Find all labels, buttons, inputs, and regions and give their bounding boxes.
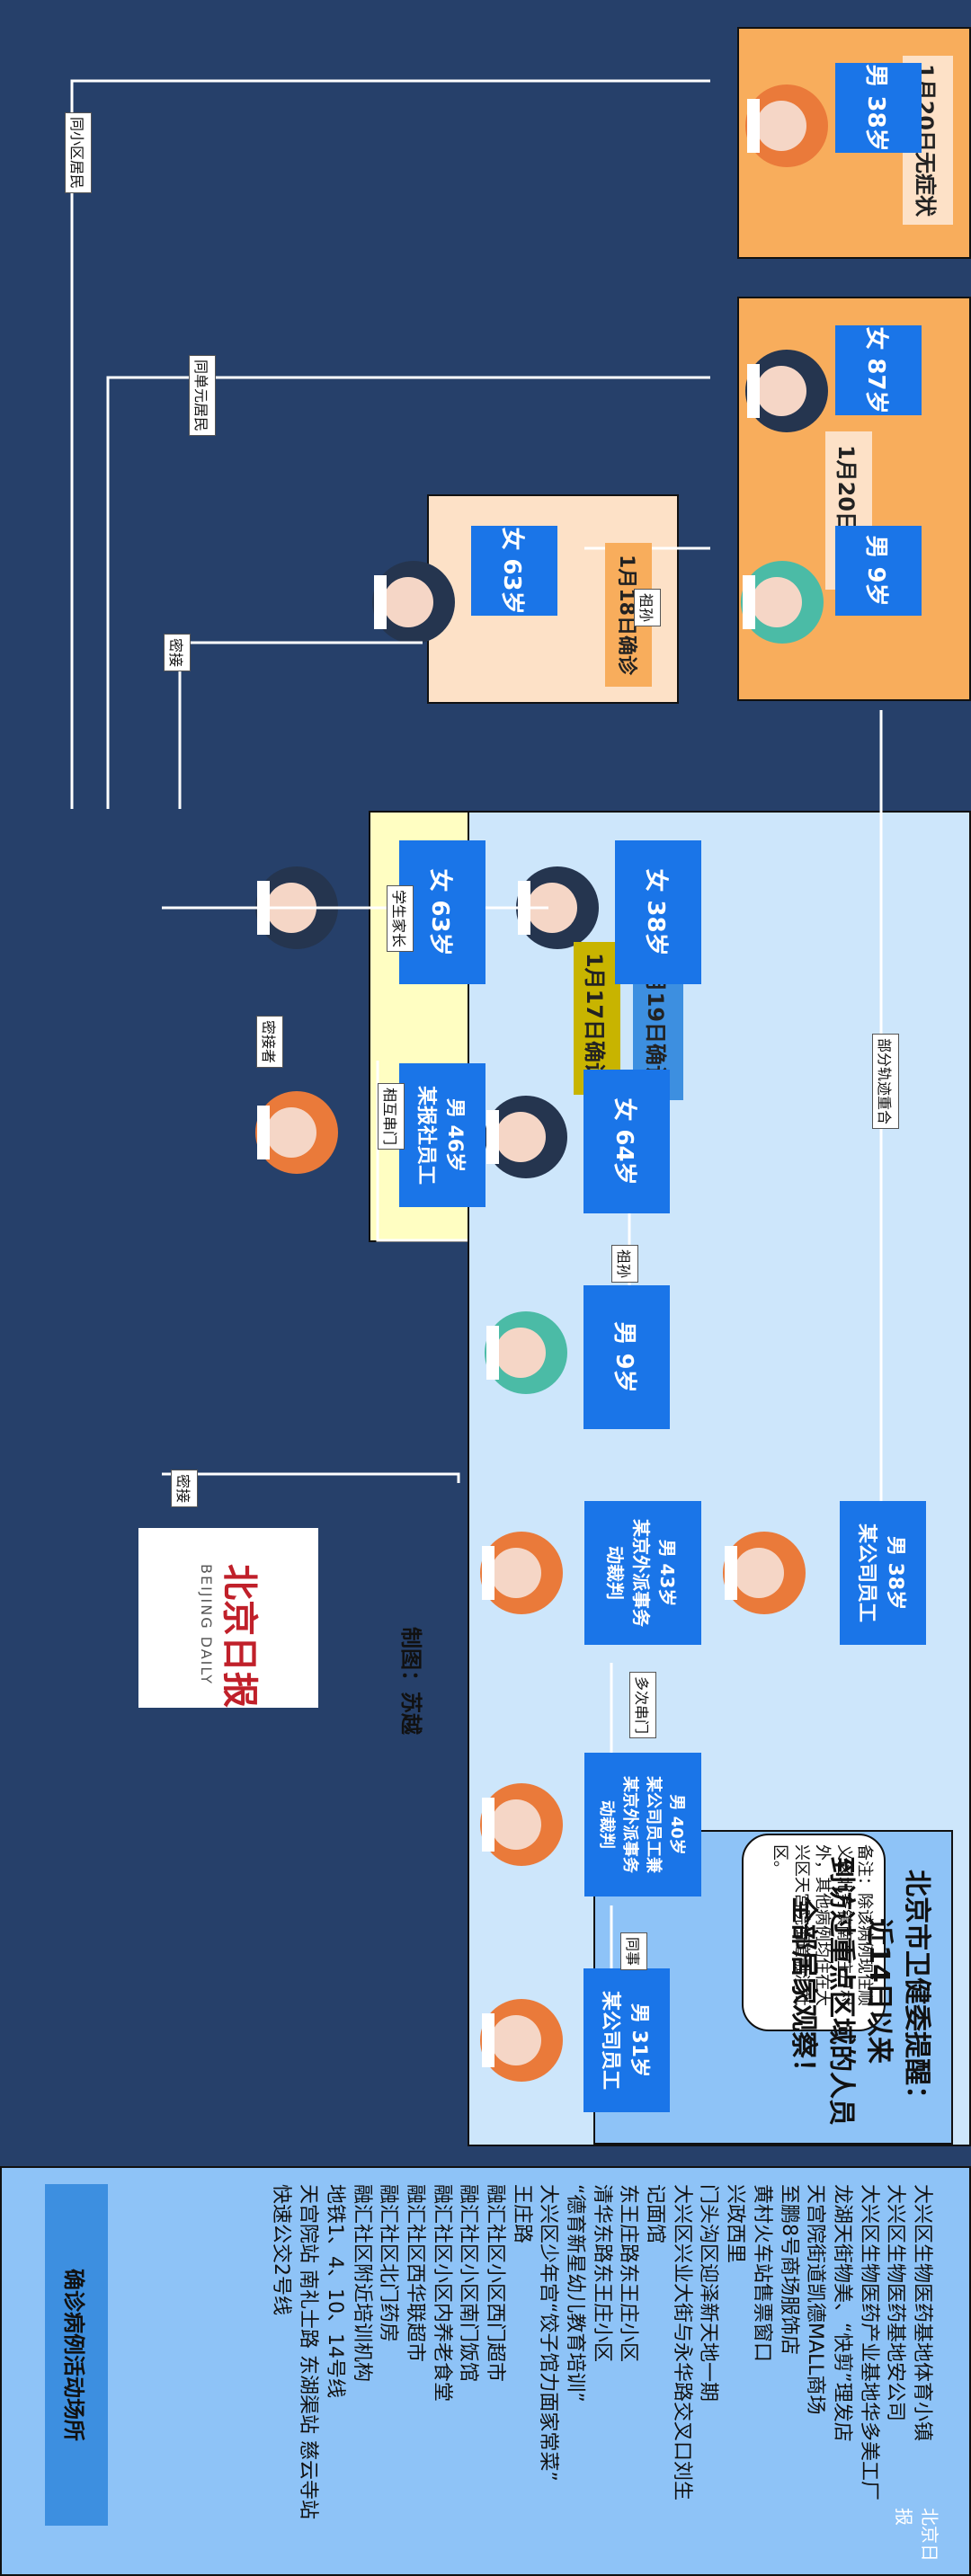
avatar-f87-collar	[747, 364, 760, 418]
avatar-m9-mid-face	[495, 1328, 546, 1378]
avatar-f38-face	[527, 883, 577, 933]
rel-same-community: 同小区居民	[65, 112, 92, 194]
rel-student-parent: 学生家长	[387, 885, 414, 953]
place-item: 快速公交2号线	[270, 2184, 293, 2315]
logo-cn: 北京日报	[218, 1564, 261, 1708]
place-item: 融汇社区小区西门超市	[484, 2184, 506, 2383]
rel-grandchild: 祖孙	[634, 589, 661, 627]
avatar-m31-face	[491, 2015, 541, 2065]
person-f38: 女 38岁	[615, 840, 701, 984]
person-f87: 女 87岁	[835, 325, 922, 415]
avatar-f87-face	[756, 366, 806, 416]
avatar-m43-collar	[482, 1546, 494, 1600]
watermark: 北京日报	[893, 2508, 940, 2562]
place-item: 天宫院街道凯德MALL商场	[804, 2184, 827, 2415]
person-m38-bottom: 男 38岁 某公司员工	[840, 1501, 926, 1645]
avatar-m38-bottom-face	[734, 1548, 784, 1598]
person-m38-top: 男 38岁	[835, 63, 922, 153]
rel-close-contact: 密接	[164, 634, 191, 672]
avatar-m31-collar	[482, 2013, 494, 2067]
rel-grandchild-mid: 祖孙	[611, 1245, 638, 1284]
avatar-m40-face	[491, 1799, 541, 1850]
rel-close-contact-bottom: 密接	[171, 1470, 198, 1508]
place-item: 龙湖天街物美、“快剪”理发店	[830, 2184, 853, 2442]
rel-close-contact-person: 密接者	[256, 1016, 283, 1069]
rel-same-unit: 同单元居民	[189, 355, 216, 437]
place-item: 东王庄路东王庄小区	[617, 2184, 640, 2363]
connector-close-contact-bottom	[162, 1472, 460, 1483]
avatar-m40-collar	[482, 1798, 494, 1852]
connector-same-community	[70, 79, 710, 809]
avatar-m43-face	[491, 1548, 541, 1598]
place-item: 大兴区生物医药基地体育小镇	[911, 2184, 933, 2442]
connector-same-unit	[106, 376, 710, 809]
place-item: 大兴区生物医药产业基地华多美工厂	[857, 2184, 880, 2501]
rel-visit: 相互串门	[378, 1083, 405, 1150]
reminder-line1: 北京市卫健委提醒：	[901, 1870, 932, 2112]
avatar-m46-face	[266, 1107, 316, 1158]
person-m43: 男 43岁 某京外派事务 动裁判	[584, 1501, 701, 1645]
avatar-f64-face	[495, 1112, 546, 1162]
person-m9-top: 男 9岁	[835, 526, 922, 616]
place-item: 王庄路	[510, 2184, 533, 2244]
place-item: 天宫院站 南礼士路 东湖渠站 慈云寺站	[297, 2184, 320, 2519]
avatar-f63-18-face	[383, 577, 433, 627]
credit-text: 制图：苏越	[398, 1627, 424, 1735]
place-item: 兴政西里	[724, 2184, 747, 2264]
rel-partial-track: 部分轨迹重合	[872, 1034, 899, 1130]
avatar-m38-top-face	[756, 101, 806, 151]
place-item: 融汇社区北门药房	[377, 2184, 400, 2343]
reminder-line4: 全部居家观察！	[788, 1896, 819, 2085]
place-item: 黄村火车站售票窗口	[750, 2184, 773, 2363]
person-f63-18: 女 63岁	[471, 526, 557, 616]
person-m46: 男 46岁 某报社员工	[399, 1063, 486, 1207]
place-item: 大兴区兴业大街与永华路交叉口刘生	[670, 2184, 693, 2501]
avatar-m38-top-collar	[747, 99, 760, 153]
reminder-line3: 到访过重点区域的人员	[825, 1856, 857, 2126]
place-item: 融汇社区西华联超市	[403, 2184, 426, 2363]
reminder-line2: 近14日以来	[863, 1918, 895, 2064]
place-item: 清华东路东王庄小区	[590, 2184, 613, 2363]
place-item: 地铁1、4、10、14号线	[323, 2184, 346, 2398]
avatar-m38-bottom-collar	[725, 1546, 737, 1600]
place-item: 融汇社区小区南门饭馆	[457, 2184, 480, 2383]
place-item: 融汇社区附近培训机构	[350, 2184, 373, 2383]
places-list: 大兴区生物医药基地体育小镇大兴区生物医药基地安公司大兴区生物医药产业基地华多美工…	[126, 2184, 935, 2526]
reminder-title: 北京市卫健委提醒： 近14日以来 到访过重点区域的人员 全部居家观察！	[611, 1852, 935, 2130]
avatar-m46-collar	[257, 1106, 270, 1159]
place-item: 门头沟区迎泽新天地一期	[697, 2184, 720, 2403]
place-item: 融汇社区小区内养老食堂	[430, 2184, 453, 2403]
avatar-m9-top-face	[752, 577, 802, 627]
avatar-f63-18-collar	[374, 575, 387, 629]
avatar-f64-collar	[486, 1110, 499, 1164]
person-f64: 女 64岁	[583, 1070, 670, 1213]
place-item: 至鹏8号商场服饰店	[777, 2184, 800, 2355]
places-header: 确诊病例活动场所	[45, 2184, 108, 2526]
logo-en: BEIJING DAILY	[198, 1564, 215, 1685]
logo: 北京日报 BEIJING DAILY	[138, 1528, 318, 1708]
rel-multiple-visits: 多次串门	[629, 1672, 656, 1739]
place-item: 记面馆	[644, 2184, 667, 2244]
place-item: 大兴区少年宫“饺子馆力面家常菜”	[537, 2184, 560, 2482]
connector-close-contact	[178, 641, 423, 809]
person-m9-mid: 男 9岁	[583, 1285, 670, 1429]
place-item: “德育新星幼儿教育培训”	[564, 2184, 587, 2403]
avatar-m9-mid-collar	[486, 1326, 499, 1380]
place-item: 大兴区生物医药基地安公司	[884, 2184, 907, 2422]
avatar-m9-top-collar	[743, 575, 755, 629]
